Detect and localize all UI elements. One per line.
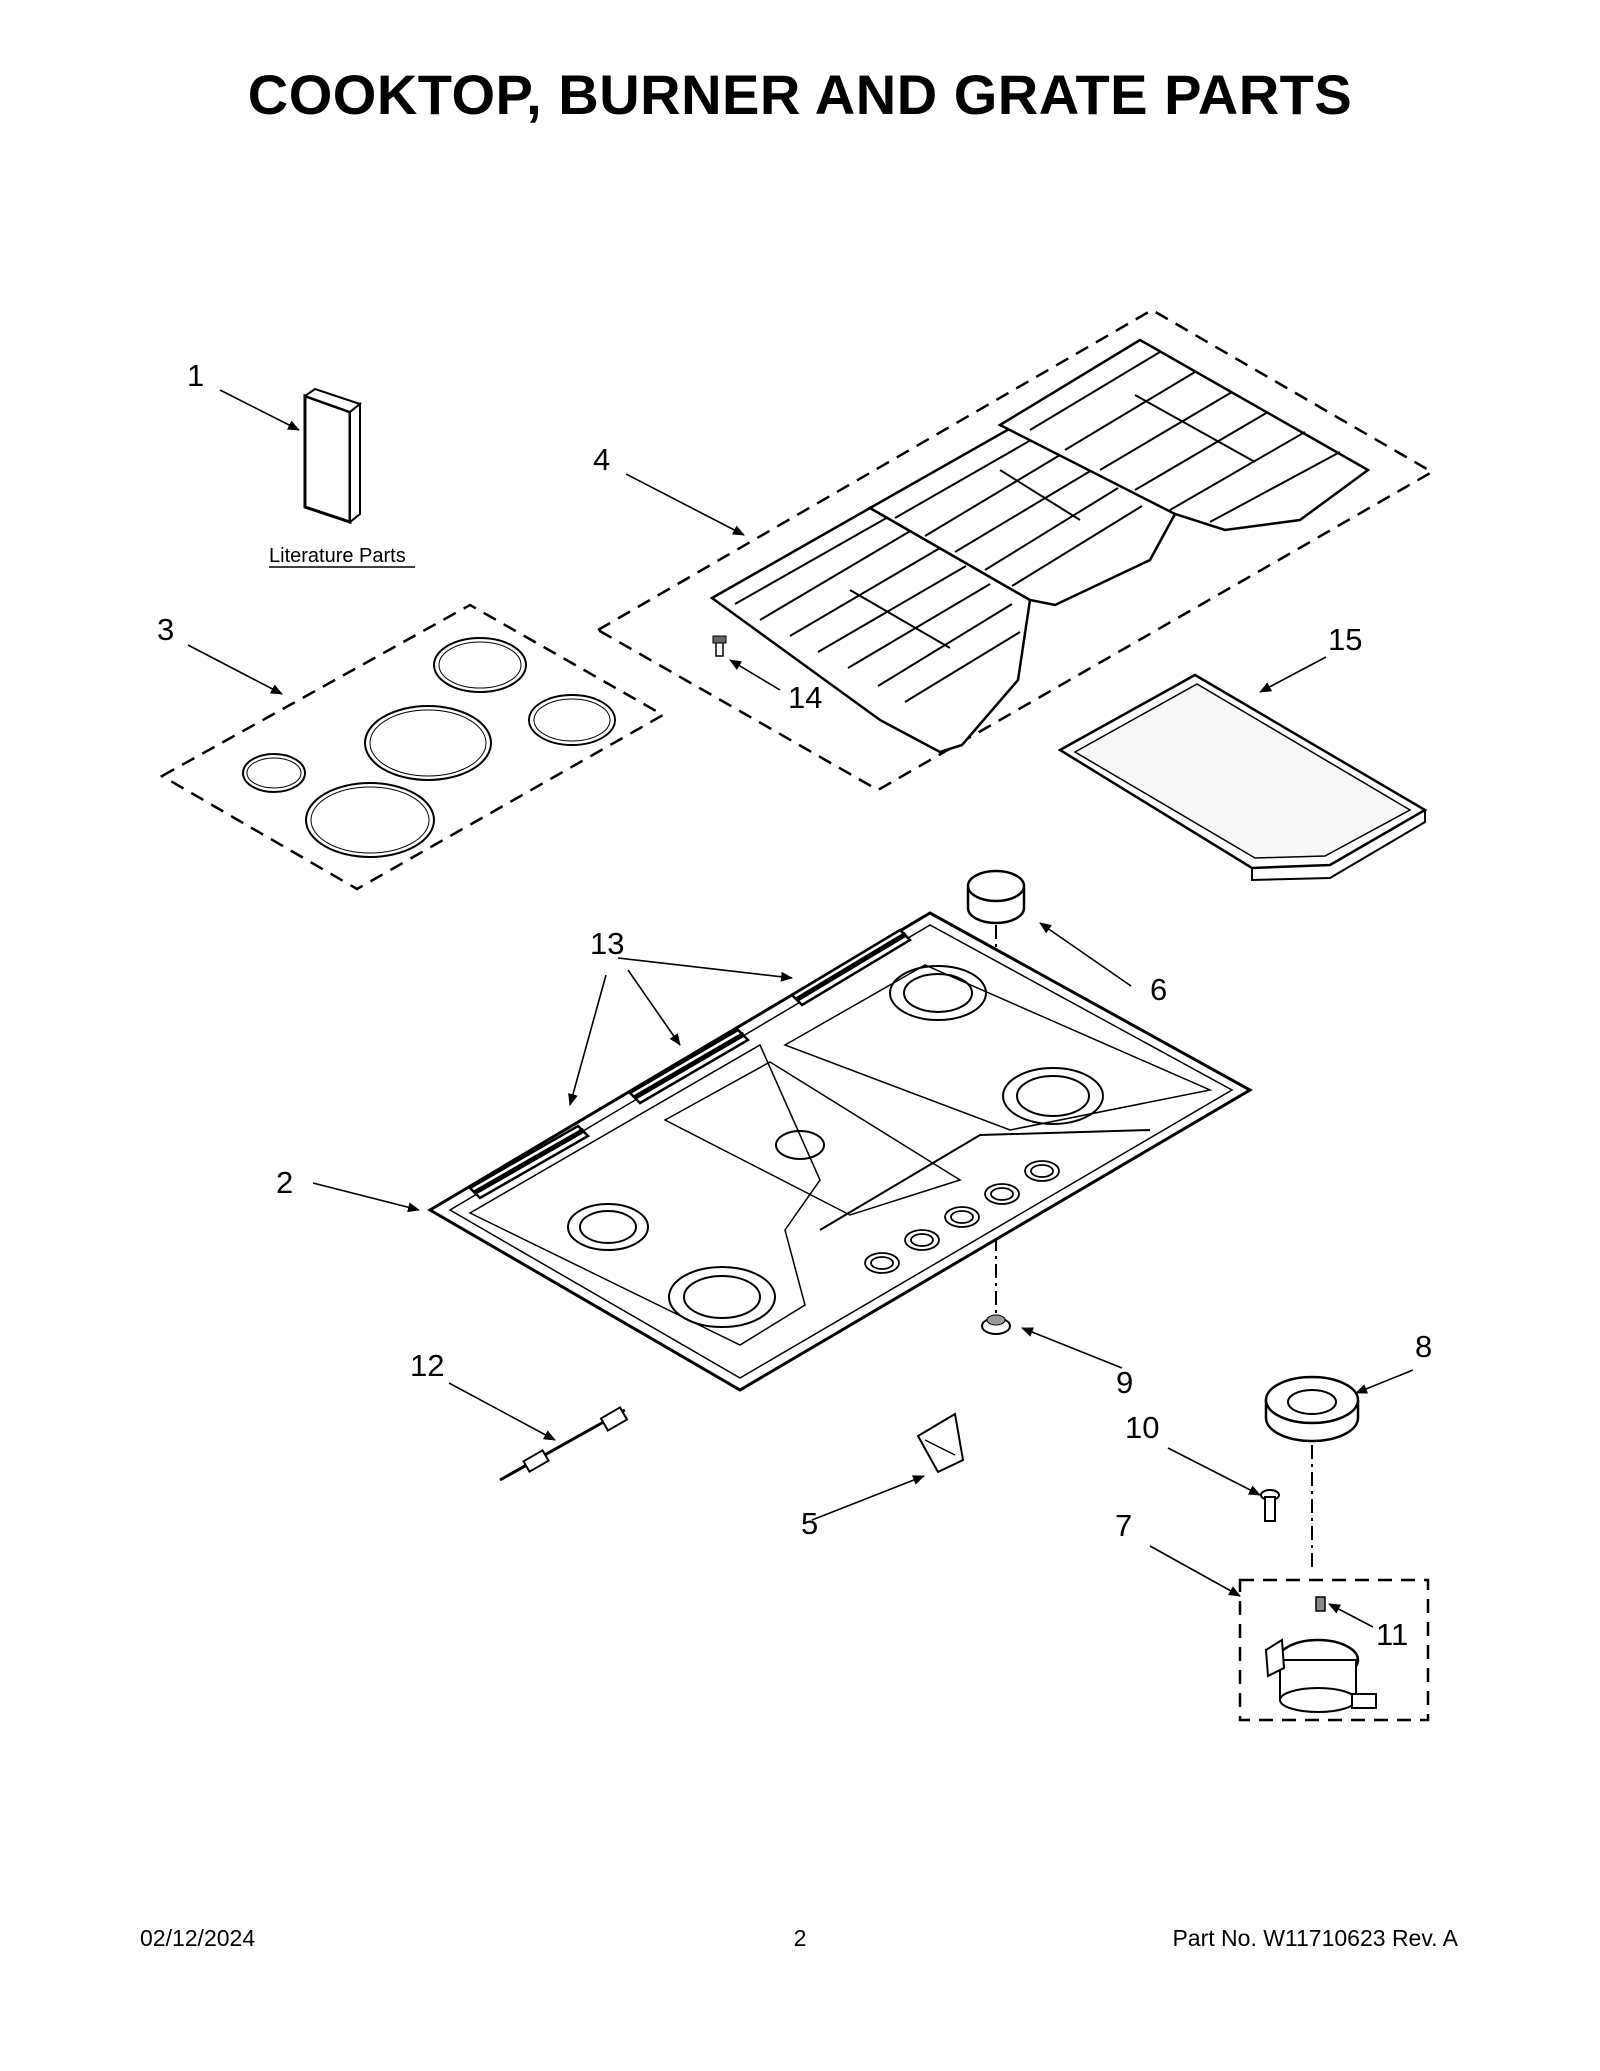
burner-screw — [1260, 1489, 1280, 1522]
callout-10: 10 — [1125, 1410, 1159, 1445]
callout-9: 9 — [1116, 1365, 1133, 1400]
spring-clip — [916, 1412, 965, 1474]
page-title: COOKTOP, BURNER AND GRATE PARTS — [247, 63, 1353, 126]
surface-burner-assembly — [1238, 1578, 1430, 1722]
callout-11: 11 — [1376, 1617, 1408, 1652]
spark-electrode — [499, 1406, 629, 1482]
footer-page-number: 2 — [793, 1925, 807, 1951]
callout-2: 2 — [276, 1165, 293, 1200]
grate-set — [595, 308, 1435, 792]
callout-4: 4 — [593, 442, 610, 477]
trim-bracket — [467, 928, 913, 1200]
literature-parts-label: Literature Parts — [269, 545, 406, 567]
callout-1: 1 — [187, 358, 204, 393]
knob-grommet — [981, 1314, 1011, 1335]
cooktop-main-top — [427, 911, 1254, 1392]
griddle — [1057, 673, 1428, 882]
burner-base — [1264, 1375, 1360, 1443]
ceramic-cooktop-panel — [159, 603, 666, 891]
literature-booklet — [302, 387, 363, 525]
callout-7: 7 — [1115, 1508, 1132, 1543]
callout-13: 13 — [590, 926, 624, 961]
callout-15: 15 — [1328, 622, 1362, 657]
control-knob — [966, 869, 1026, 925]
callout-12: 12 — [410, 1348, 444, 1383]
callout-8: 8 — [1415, 1329, 1432, 1364]
callout-14: 14 — [788, 680, 822, 715]
grate-bumper-screw — [712, 635, 727, 657]
footer-date: 02/12/2024 — [140, 1925, 256, 1951]
footer-part-number: Part No. W11710623 Rev. A — [1172, 1925, 1458, 1951]
callout-6: 6 — [1150, 972, 1167, 1007]
callout-3: 3 — [157, 612, 174, 647]
callout-5: 5 — [801, 1506, 818, 1541]
burner-orifice — [1315, 1596, 1326, 1612]
